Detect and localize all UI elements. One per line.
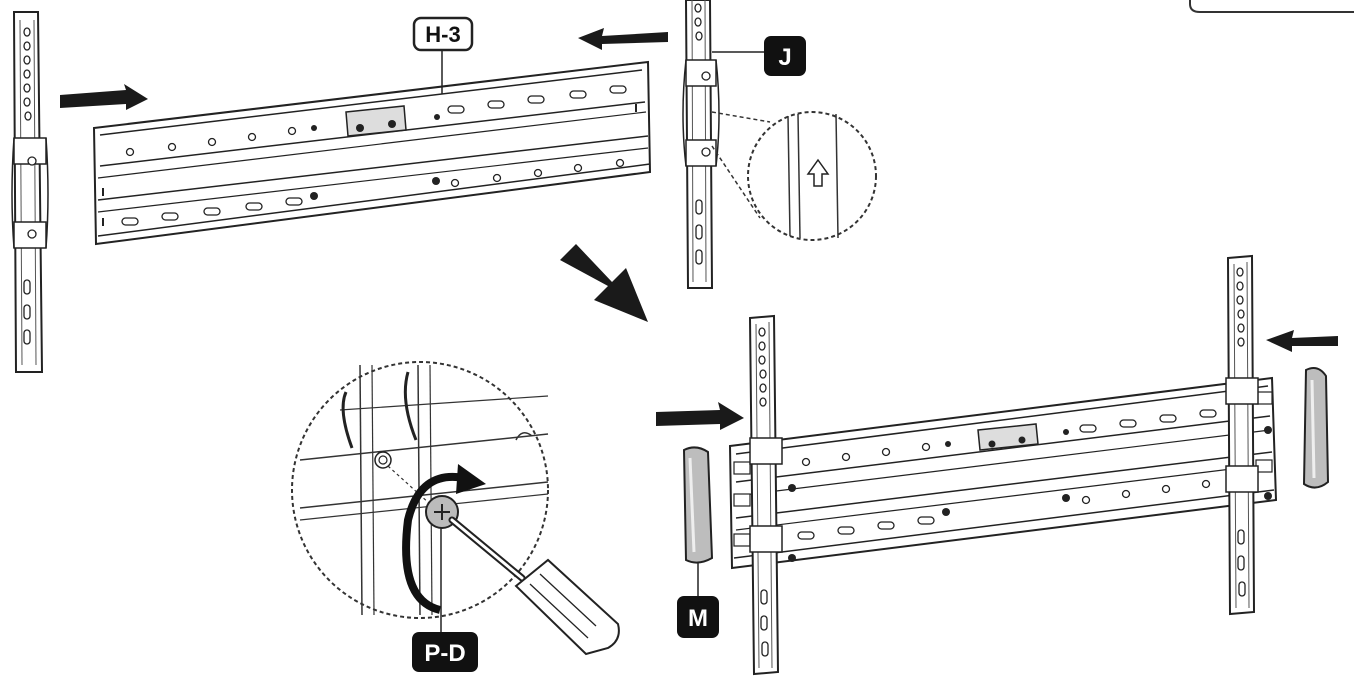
label-j-text: J (778, 44, 791, 71)
screwdriver-icon (448, 516, 620, 656)
right-vertical-rail-step1 (682, 0, 720, 289)
label-j: J (764, 36, 806, 76)
right-vertical-rail-step2 (1225, 254, 1272, 616)
slide-arrow-left-right (578, 28, 668, 50)
left-vertical-rail-step2 (748, 314, 796, 676)
end-cap-left (682, 446, 714, 564)
label-pd-text: P-D (424, 640, 465, 667)
slide-arrow-right-cap (656, 402, 744, 430)
step-arrow-down-right (556, 244, 648, 322)
up-arrow-icon (806, 158, 830, 187)
label-h3: H-3 (412, 16, 474, 52)
horizontal-bracket-step2 (728, 376, 1278, 570)
label-pd: P-D (412, 632, 478, 672)
corner-frame-fragment (1189, 0, 1354, 13)
label-m-text: M (688, 605, 708, 632)
zoom-callout-orientation (711, 111, 877, 241)
horizontal-bracket-step1 (92, 60, 652, 246)
slide-arrow-right-left (60, 84, 148, 110)
zoom-callout-screw (291, 361, 620, 656)
slide-arrow-left-cap (1266, 330, 1338, 352)
left-vertical-rail-step1 (11, 11, 49, 373)
label-h3-text: H-3 (425, 22, 460, 47)
end-cap-right (1302, 367, 1330, 489)
label-m: M (677, 596, 719, 638)
